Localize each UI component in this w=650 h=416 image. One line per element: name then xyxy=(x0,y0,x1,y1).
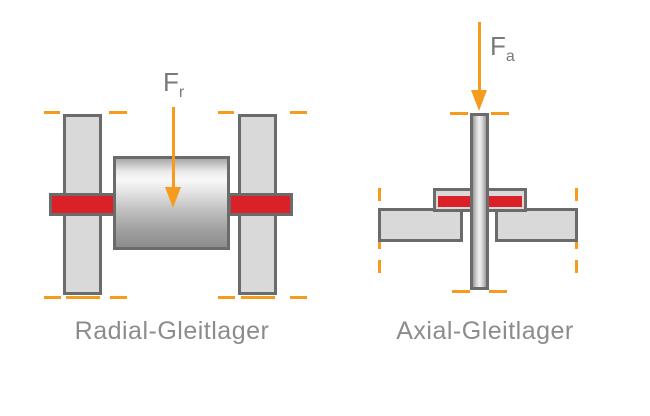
dashed-guide xyxy=(290,296,307,299)
dashed-guide xyxy=(491,112,509,115)
dashed-guide xyxy=(44,111,60,114)
dashed-guide xyxy=(110,296,127,299)
axial-force-arrow-line xyxy=(478,22,481,91)
radial-force-arrow-head xyxy=(165,187,181,208)
housing-plate-right xyxy=(495,208,578,242)
dashed-guide xyxy=(44,296,61,299)
force-subscript: a xyxy=(505,48,515,66)
radial-force-label: Fr xyxy=(163,69,184,101)
radial-force-arrow-line xyxy=(172,107,175,189)
force-subscript: r xyxy=(178,84,185,102)
force-symbol: F xyxy=(490,31,506,61)
bearing-surface-right xyxy=(228,193,293,216)
axial-caption: Axial-Gleitlager xyxy=(396,317,574,345)
shaft-vertical xyxy=(470,113,489,290)
radial-caption: Radial-Gleitlager xyxy=(74,317,270,345)
dashed-guide xyxy=(290,111,307,114)
axial-force-arrow-head xyxy=(471,90,487,111)
dashed-guide xyxy=(452,290,470,293)
dashed-guide xyxy=(109,111,127,114)
dashed-guide xyxy=(241,296,275,299)
housing-plate-left xyxy=(378,208,463,242)
dashed-guide xyxy=(489,290,507,293)
dashed-guide xyxy=(450,112,468,115)
dashed-guide xyxy=(218,111,234,114)
dashed-guide xyxy=(66,296,100,299)
bearing-surface-left xyxy=(49,193,116,216)
axial-force-label: Fa xyxy=(490,33,515,65)
dashed-guide xyxy=(218,296,235,299)
force-symbol: F xyxy=(163,67,179,97)
